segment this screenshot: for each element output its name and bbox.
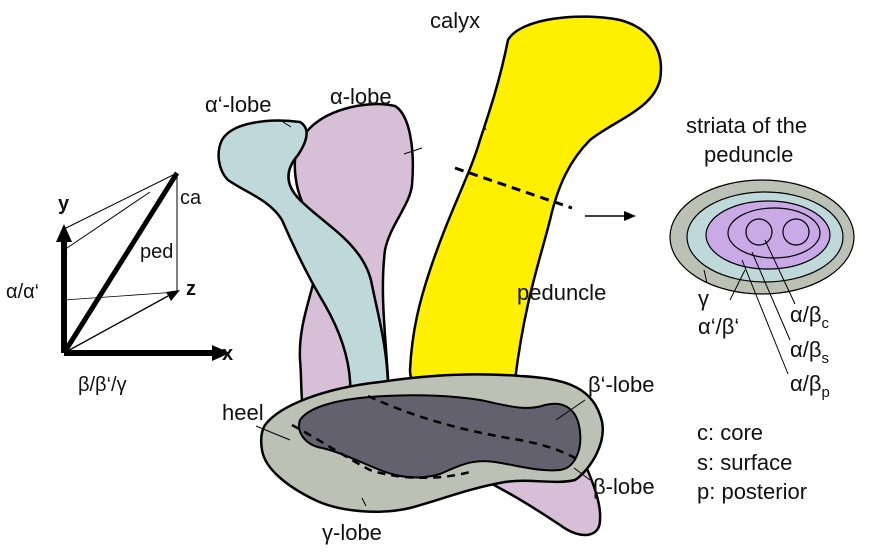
legend-surface: s: surface (697, 450, 792, 475)
proj-inner (64, 292, 177, 300)
alpha-pair-axis-label: α/α‘ (6, 281, 39, 303)
ca-label: ca (180, 187, 202, 209)
legend-core: c: core (697, 420, 763, 445)
gamma-striata-label: γ (698, 286, 709, 311)
proj-left (64, 192, 150, 250)
alpha-beta-surface-label: α/βs (790, 337, 829, 367)
alpha-prime-lobe-label: α‘-lobe (205, 92, 272, 117)
beta-group-axis-label: β/β‘/γ (78, 374, 127, 396)
beta-prime-lobe-label: β‘-lobe (588, 372, 654, 397)
x-axis-label: x (222, 343, 233, 365)
alpha-beta-core-label: α/βc (790, 302, 830, 332)
alpha-beta-posterior-label: α/βp (790, 371, 830, 401)
striata-title-line2: peduncle (704, 142, 793, 167)
z-axis-arrowhead (166, 290, 180, 301)
gamma-lobe-label: γ-lobe (322, 520, 382, 545)
alpha-prime-beta-prime-label: α‘/β‘ (698, 314, 739, 339)
alpha-beta-surface-layer (728, 208, 820, 258)
z-axis-label: z (186, 278, 196, 300)
ca-vector (64, 173, 177, 353)
alpha-lobe-label: α-lobe (330, 84, 392, 109)
calyx-peduncle-shape (410, 17, 661, 400)
peduncle-label: peduncle (517, 280, 606, 305)
axis-system (56, 173, 230, 361)
striata-title-line1: striata of the (686, 113, 807, 138)
y-axis-label: y (58, 193, 70, 215)
ped-label: ped (140, 241, 173, 263)
striata-arrowhead (624, 211, 636, 221)
heel-label: heel (222, 400, 264, 425)
striata-cross-section (670, 180, 854, 294)
legend-posterior: p: posterior (697, 479, 807, 504)
calyx-label: calyx (430, 8, 480, 33)
beta-lobe-label: β-lobe (593, 474, 655, 499)
